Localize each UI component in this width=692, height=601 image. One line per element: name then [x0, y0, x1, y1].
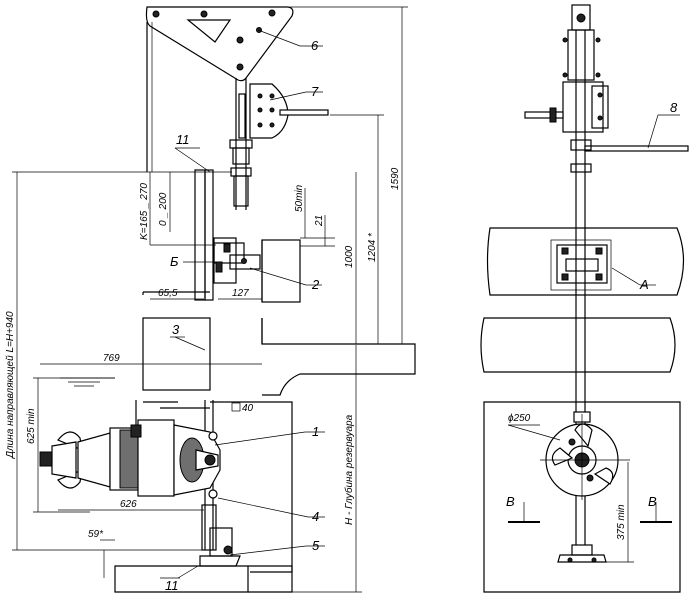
dim-65-5: 65,5: [158, 288, 178, 299]
clamp-assembly: [238, 83, 329, 139]
dim-tank-depth: H - Глубина резервуара: [343, 414, 355, 525]
dim-guide-length: Длина направляющей L=H+940: [5, 311, 16, 459]
label-4: 4: [312, 509, 319, 524]
front-view: [480, 4, 689, 593]
dimension-lines: [12, 6, 408, 593]
dim-0-200: 0 _ 200: [158, 192, 169, 226]
dim-127: 127: [232, 288, 249, 299]
label-11-bottom: 11: [165, 578, 179, 593]
callout-labels: 6 7 11 2 3 1 4 5 11 Б 8 А В В: [165, 38, 678, 593]
label-B-cyr: Б: [170, 254, 179, 269]
label-A: А: [639, 277, 649, 292]
label-6: 6: [311, 38, 319, 53]
dim-59: 59*: [88, 529, 104, 540]
label-7: 7: [311, 84, 319, 99]
dim-1590: 1590: [390, 167, 401, 190]
label-2: 2: [311, 277, 320, 292]
label-V-left: В: [506, 494, 515, 509]
label-3: 3: [172, 322, 180, 337]
dim-1204: 1204 *: [367, 232, 378, 262]
dim-phi250: ϕ250: [508, 413, 531, 424]
dim-50min: 50min: [294, 184, 305, 212]
dim-1000: 1000: [344, 245, 355, 268]
label-1: 1: [312, 424, 319, 439]
base-pedestal: [199, 504, 241, 567]
top-bracket: [145, 6, 294, 82]
dimension-text: 1590 1204 * 1000 21 50min 0 _ 200 K=165 …: [5, 167, 627, 540]
label-5: 5: [312, 538, 320, 553]
label-8: 8: [670, 100, 678, 115]
wall-bracket: [213, 237, 261, 284]
dim-21: 21: [314, 215, 325, 227]
dim-K: K=165 _ 270: [139, 183, 150, 240]
dim-769: 769: [103, 353, 120, 364]
side-view: [12, 6, 416, 593]
label-11-top: 11: [176, 132, 190, 147]
dim-625: 625 min: [26, 408, 37, 444]
dim-40: 40: [242, 403, 254, 414]
dim-626: 626: [120, 499, 137, 510]
mixer-pump: [39, 400, 221, 499]
dim-375min: 375 min: [616, 504, 627, 540]
label-V-right: В: [648, 494, 657, 509]
